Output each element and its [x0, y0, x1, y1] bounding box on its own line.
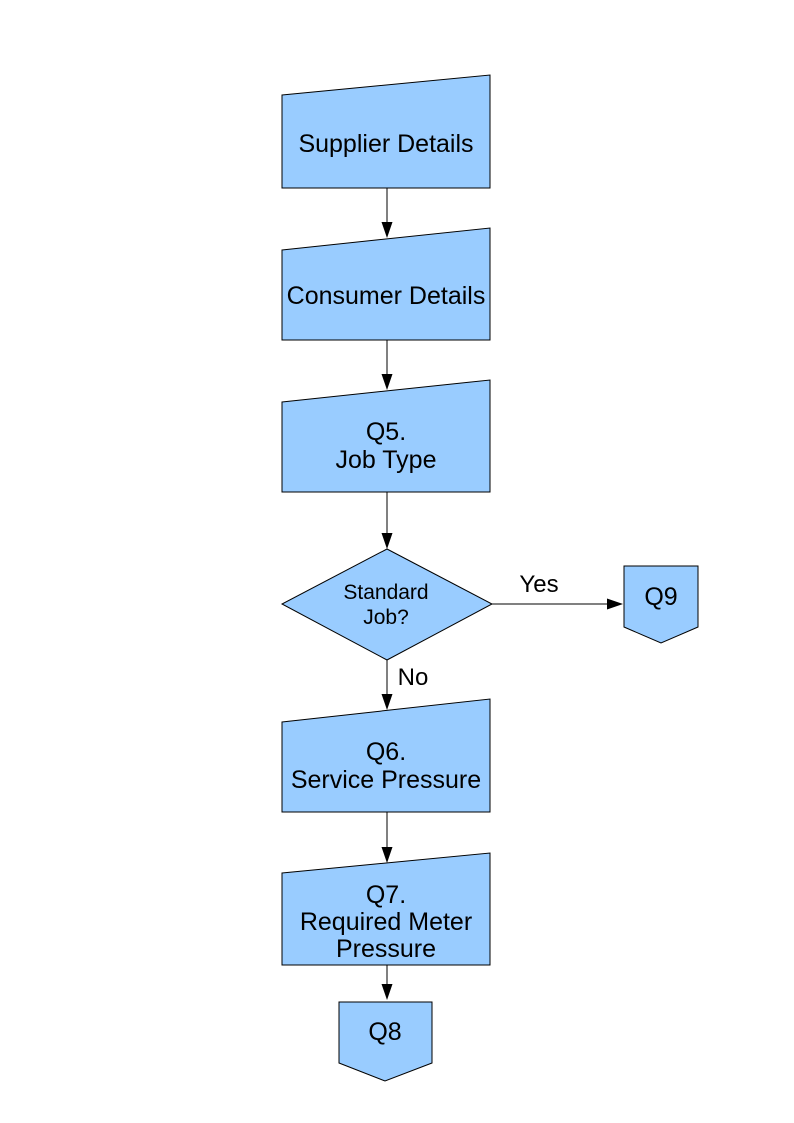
consumer-details-node: [281, 227, 491, 341]
arrowhead-into-decision: [381, 533, 393, 549]
q8-offpage-connector: [338, 1001, 433, 1082]
q6-service-pressure-node: [281, 698, 491, 813]
arrowhead-into-q7: [381, 847, 393, 863]
yes-label: Yes: [519, 571, 558, 598]
q6-label-line1: Q6.: [366, 738, 406, 766]
node-labels: Supplier Details Consumer Details Q5. Jo…: [287, 130, 678, 1046]
supplier-details-node: [281, 74, 491, 189]
q9-offpage-connector: [623, 565, 699, 644]
arrowheads: [381, 222, 623, 1000]
arrowhead-into-q9: [607, 598, 623, 610]
q5-label-line2: Job Type: [335, 446, 436, 474]
q7-label-line2: Required Meter: [300, 908, 472, 936]
edge-labels: Yes No: [398, 571, 559, 691]
no-label: No: [398, 664, 429, 691]
node-shapes: [280, 74, 699, 1082]
arrowhead-into-consumer: [381, 222, 393, 238]
q8-label: Q8: [368, 1018, 401, 1046]
supplier-details-label: Supplier Details: [298, 130, 473, 158]
q5-label-line1: Q5.: [366, 418, 406, 446]
q7-required-meter-pressure-node: [281, 852, 491, 966]
q6-label-line2: Service Pressure: [291, 766, 481, 794]
decision-label-line2: Job?: [363, 606, 409, 629]
arrowhead-into-q5: [381, 374, 393, 390]
q5-job-type-node: [281, 379, 491, 493]
consumer-details-label: Consumer Details: [287, 282, 486, 310]
standard-job-decision-diamond: [280, 548, 494, 661]
q9-label: Q9: [644, 583, 677, 611]
connector-lines: [386, 188, 608, 986]
q7-label-line3: Pressure: [336, 935, 436, 963]
q7-label-line1: Q7.: [366, 881, 406, 909]
arrowhead-into-q6: [381, 694, 393, 710]
arrowhead-into-q8: [381, 984, 393, 1000]
decision-label-line1: Standard: [343, 581, 428, 604]
